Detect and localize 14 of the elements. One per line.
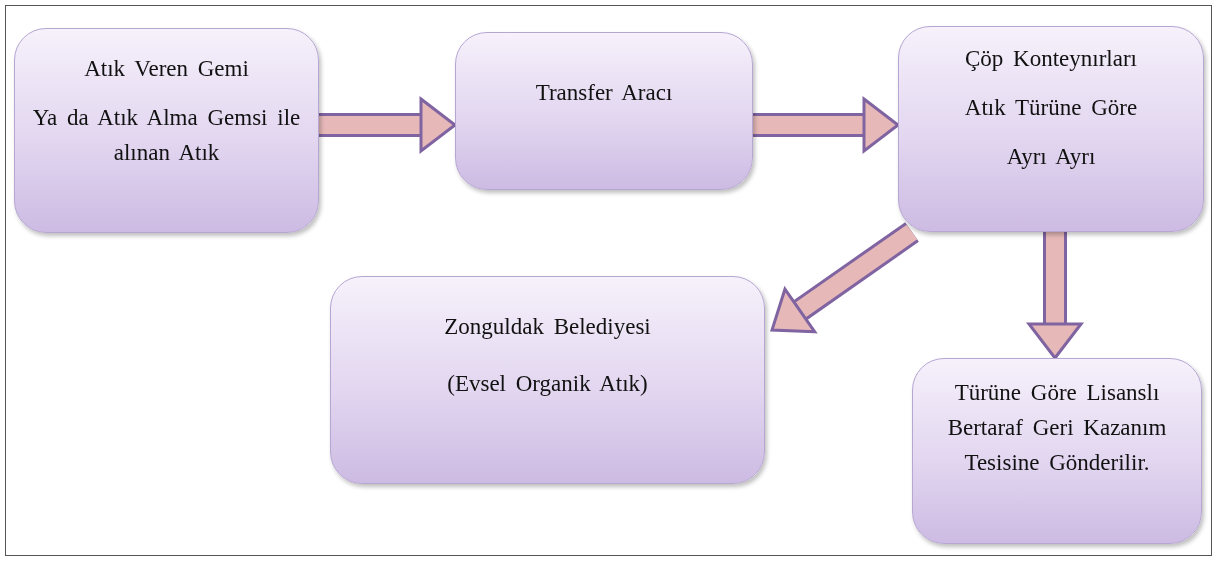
process-box [330, 276, 765, 484]
box-text: (Evsel Organik Atık) [447, 370, 648, 398]
box-text: Atık Veren Gemi [84, 55, 249, 83]
box-text: Türüne Göre Lisanslı Bertaraf Geri Kazanım Tesisine Gönderilir. [946, 379, 1168, 477]
box-text: Çöp Konteynırları [965, 45, 1137, 73]
box-text: Atık Türüne Göre [964, 94, 1138, 122]
process-box [455, 32, 753, 190]
process-box [14, 28, 319, 233]
box-text: Ya da Atık Alma Gemsi ile alınan Atık [31, 104, 302, 167]
box-text: Ayrı Ayrı [1006, 143, 1096, 171]
process-box [912, 358, 1202, 544]
box-text: Transfer Aracı [535, 79, 673, 107]
box-text: Zonguldak Belediyesi [444, 313, 651, 341]
process-box [898, 26, 1204, 232]
